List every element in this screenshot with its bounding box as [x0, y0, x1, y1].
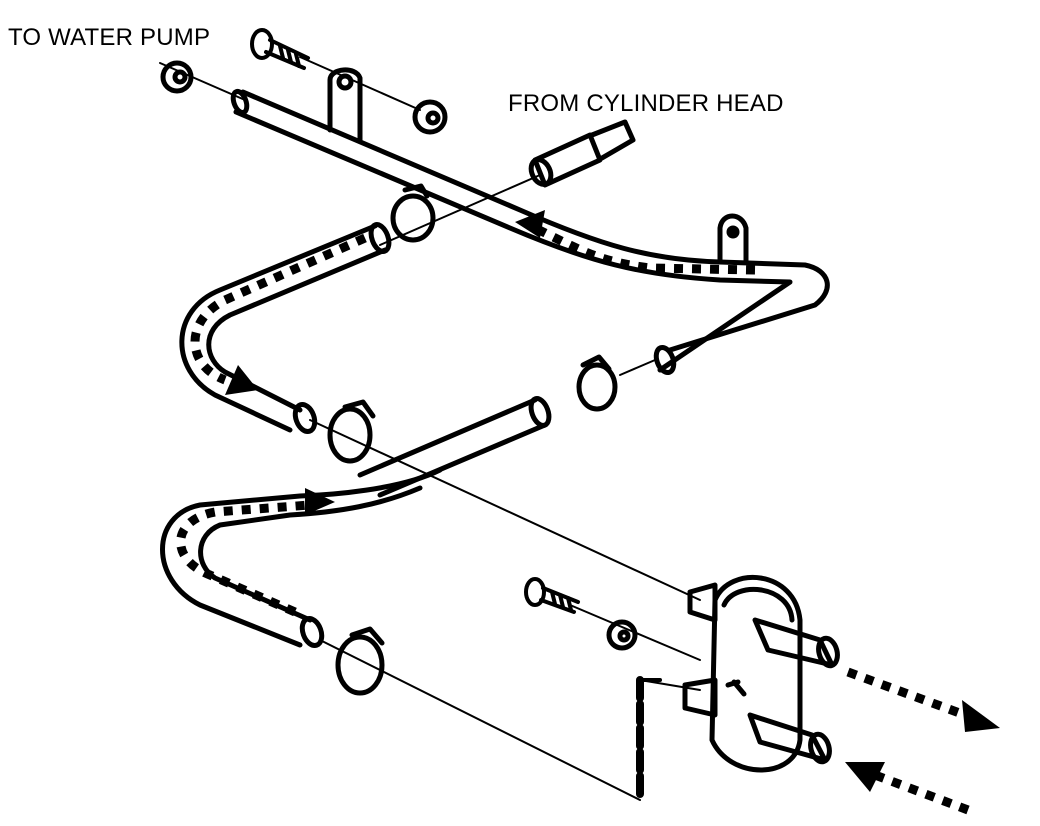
- arrowhead-icon: [962, 700, 1000, 732]
- right-upper-hose: [653, 344, 677, 376]
- lower-hose-flow-arrow: [176, 500, 311, 617]
- from-cylinder-head-label: FROM CYLINDER HEAD: [508, 90, 784, 117]
- washer: [606, 619, 638, 651]
- arrowhead-icon: [305, 488, 335, 515]
- screw: [524, 577, 580, 614]
- arrowhead-icon: [515, 210, 545, 238]
- nut: [412, 99, 448, 135]
- nut: [160, 60, 194, 94]
- upper-left-hose: [179, 222, 392, 435]
- heater-inlet-flow-arrow: [873, 770, 970, 815]
- pipe-bracket-right: [717, 213, 749, 265]
- bolt: [250, 28, 310, 70]
- heater-outlet-flow-arrow: [846, 667, 967, 720]
- hose-clamp: [576, 354, 618, 412]
- heater-core-flange: [682, 575, 840, 773]
- pipe-bracket: [327, 67, 363, 143]
- arrowhead-icon: [845, 762, 885, 792]
- hose-clamp: [390, 183, 436, 243]
- hose-clamp: [335, 626, 385, 696]
- lower-left-hose: [160, 467, 443, 649]
- upper-pipe-flow-arrow: [533, 223, 756, 275]
- middle-hose: [357, 396, 552, 498]
- hose-clamp: [327, 399, 376, 464]
- assembly-lines: [159, 56, 701, 801]
- heater-bracket-line: [636, 676, 662, 802]
- to-water-pump-label: TO WATER PUMP: [8, 24, 211, 51]
- upper-hose-flow-arrow: [190, 233, 367, 385]
- arrowhead-icon: [225, 365, 258, 395]
- cylinder-head-fitting: [528, 119, 636, 188]
